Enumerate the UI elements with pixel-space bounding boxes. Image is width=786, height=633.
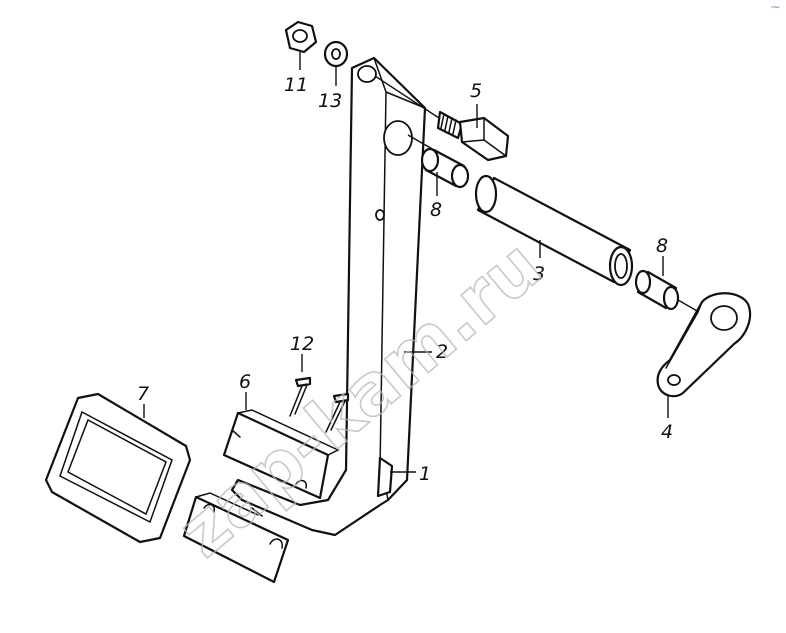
hex-nut-part-11 xyxy=(284,20,318,54)
rivets-part-12 xyxy=(289,376,350,433)
corner-mark-icon: ⁓ xyxy=(771,3,780,13)
small-hole xyxy=(375,209,385,221)
callout-1: 1 xyxy=(419,463,431,485)
callout-8-upper: 8 xyxy=(430,199,442,221)
shaft-part-3 xyxy=(474,174,634,287)
bushing-hole xyxy=(383,120,413,156)
bushing-part-8-lower xyxy=(634,269,707,317)
callout-6: 6 xyxy=(239,371,251,393)
lever-plate-part-4 xyxy=(656,292,752,398)
callout-5: 5 xyxy=(470,80,482,102)
washer-part-13 xyxy=(323,40,349,68)
callout-13: 13 xyxy=(318,90,342,112)
pedal-lower-plate xyxy=(182,492,290,584)
callout-7: 7 xyxy=(137,383,149,405)
callout-12: 12 xyxy=(290,333,314,355)
callout-3: 3 xyxy=(533,263,545,285)
bushing-part-8-upper xyxy=(407,134,470,189)
callout-11: 11 xyxy=(284,74,308,96)
callout-labels: 11 13 5 8 3 8 4 2 1 12 6 7 xyxy=(137,74,673,485)
pedal-pad-part-7 xyxy=(44,392,192,544)
callout-2: 2 xyxy=(436,341,448,363)
callout-leaders xyxy=(143,52,669,473)
callout-4: 4 xyxy=(661,421,673,443)
callout-8-lower: 8 xyxy=(656,235,668,257)
pedal-lever-part-1 xyxy=(230,56,427,537)
bolt-part-5 xyxy=(374,75,510,162)
pedal-bracket-part-6 xyxy=(222,409,340,500)
pivot-hole xyxy=(357,65,377,83)
